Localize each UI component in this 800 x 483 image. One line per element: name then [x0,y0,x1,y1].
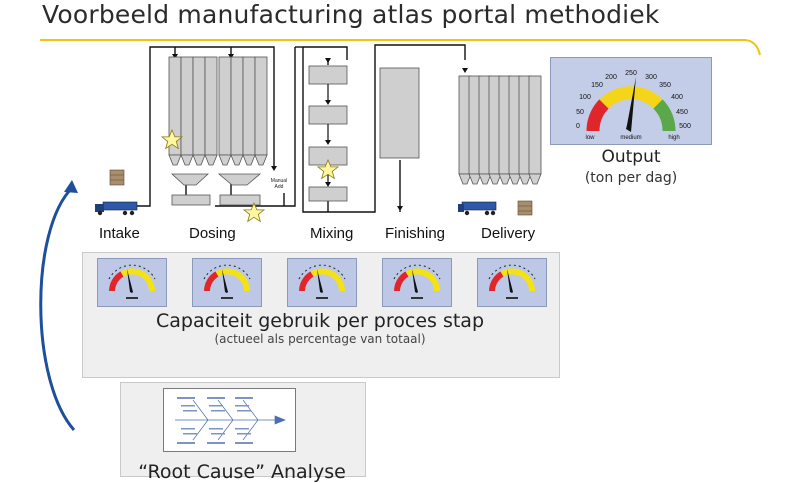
tick-label: 200 [605,74,617,81]
tick-label: 250 [625,70,637,77]
tick-label: 350 [659,82,671,89]
tick-label: 0 [576,123,580,130]
dosing-silos-2 [218,56,268,166]
gauge-icon [98,259,166,306]
gauge-icon [288,259,356,306]
capacity-gauge-delivery [477,258,547,307]
delivery-pallet-icon [517,200,533,216]
tick-label: 450 [676,109,688,116]
intake-truck-icon [95,201,138,216]
stage-label-dosing: Dosing [189,225,236,242]
zone-label-high: high [668,135,679,141]
capacity-subtitle: (actueel als percentage van totaal) [214,332,426,346]
gauge-icon [383,259,451,306]
dosing-silos-1 [168,56,218,166]
stage-label-mixing: Mixing [310,225,354,242]
gauge-icon [193,259,261,306]
capacity-gauge-mixing [287,258,357,307]
tick-label: 500 [679,123,691,130]
delivery-truck-icon [458,201,497,216]
output-needle [626,77,636,132]
flow-arrows [172,54,468,211]
zone-label-low: low [585,135,595,141]
tick-label: 400 [671,94,683,101]
feedback-arrow-head [64,180,78,193]
page-title: Voorbeeld manufacturing atlas portal met… [42,0,660,29]
output-subtitle: (ton per dag) [584,170,678,186]
stage-label-finishing: Finishing [385,225,446,242]
intake-pallet-icon [109,169,125,186]
tick-label: 150 [591,82,603,89]
gauge-icon [478,259,546,306]
process-diagram [95,44,542,222]
finishing-tank [379,67,420,159]
root-cause-title: “Root Cause” Analyse [138,461,346,483]
mixing-boxes [308,65,348,202]
capacity-gauge-finishing [382,258,452,307]
stage-label-delivery: Delivery [481,225,536,242]
fishbone-diagram-icon [163,388,296,452]
tick-label: 300 [645,74,657,81]
dosing-hoppers [170,173,262,206]
feedback-arrow [39,186,76,431]
manual-add-label: Manual Add [270,178,288,190]
tick-label: 50 [576,109,584,116]
output-title: Output [601,147,661,167]
capacity-gauge-dosing [192,258,262,307]
capacity-gauge-intake [97,258,167,307]
output-gauge: 0 50 100 150 200 250 300 350 400 450 500… [550,57,712,145]
title-underline [40,39,761,56]
capacity-title: Capaciteit gebruik per proces stap [155,310,485,332]
delivery-silos [458,75,542,185]
zone-label-medium: medium [620,135,641,141]
tick-label: 100 [579,94,591,101]
stage-label-intake: Intake [99,225,140,242]
